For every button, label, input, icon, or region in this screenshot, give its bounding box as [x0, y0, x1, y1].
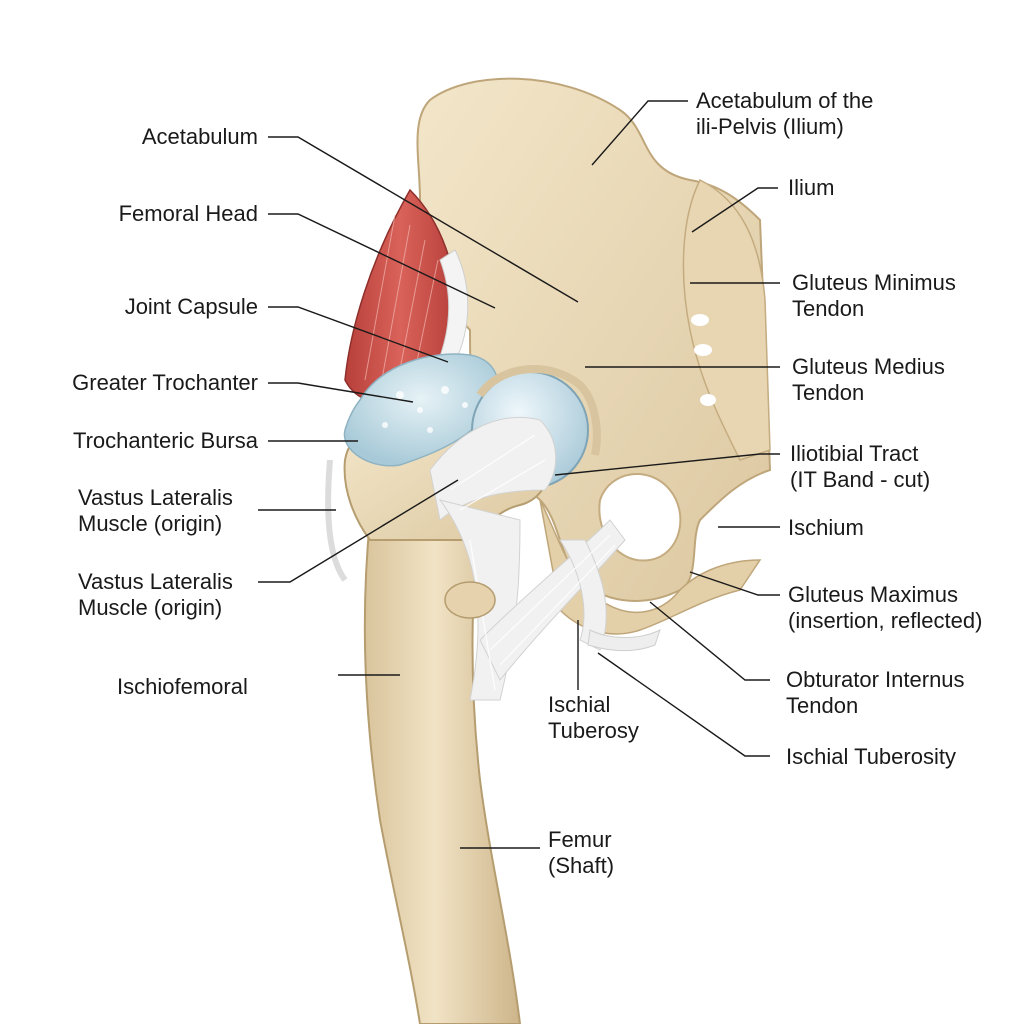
label-ilium: Ilium: [788, 175, 835, 200]
label-vastus-lateralis-1: Vastus Lateralis Muscle (origin): [78, 485, 233, 536]
leader-femoral-head: [268, 213, 496, 309]
tendon-stub: [587, 629, 661, 652]
leader-obturator: [649, 601, 770, 681]
label-ischium: Ischium: [788, 515, 864, 540]
label-joint-capsule: Joint Capsule: [124, 294, 258, 319]
leader-iliotibial: [554, 453, 780, 476]
label-ischial-tuberosity: Ischial Tuberosity: [786, 744, 956, 769]
ligament-fibers: [449, 434, 616, 691]
leader-joint-capsule: [268, 306, 449, 363]
label-ischiofemoral: Ischiofemoral: [117, 674, 248, 699]
sacral-foramen: [694, 344, 712, 356]
label-greater-trochanter: Greater Trochanter: [72, 370, 258, 395]
acetabular-rim: [476, 365, 601, 456]
leader-acetabulum-pelvis: [591, 100, 688, 166]
leader-gluteus-maximus: [689, 571, 780, 596]
lesser-trochanter: [444, 581, 496, 619]
label-iliotibial-tract: Iliotibial Tract (IT Band - cut): [790, 441, 931, 492]
femur-shaft: [363, 519, 522, 1024]
sacrum-edge: [682, 178, 771, 461]
leader-lines: [258, 100, 780, 849]
label-gluteus-maximus: Gluteus Maximus (insertion, reflected): [788, 582, 983, 633]
sacral-foramen: [691, 314, 709, 326]
leader-ischial-tuberosity: [597, 652, 770, 757]
capsule-outline: [325, 459, 348, 582]
leader-ilium: [691, 187, 778, 233]
sacral-foramen: [700, 394, 716, 406]
leader-vastus-2: [258, 479, 459, 583]
bursa-texture: [382, 386, 468, 433]
leader-acetabulum: [268, 136, 579, 303]
label-ischial-tuberosy: Ischial Tuberosy: [548, 692, 639, 743]
label-vastus-lateralis-2: Vastus Lateralis Muscle (origin): [78, 569, 233, 620]
label-acetabulum: Acetabulum: [141, 124, 258, 149]
label-acetabulum-pelvis: Acetabulum of the ili-Pelvis (Ilium): [696, 88, 874, 139]
leader-greater-trochanter: [268, 382, 414, 403]
label-femoral-head: Femoral Head: [118, 201, 258, 226]
label-trochanteric-bursa: Trochanteric Bursa: [72, 428, 258, 453]
label-obturator-internus: Obturator Internus Tendon: [786, 667, 965, 718]
label-femur-shaft: Femur (Shaft): [548, 827, 615, 878]
label-gluteus-medius: Gluteus Medius Tendon: [792, 354, 945, 405]
label-gluteus-minimus: Gluteus Minimus Tendon: [792, 270, 956, 321]
